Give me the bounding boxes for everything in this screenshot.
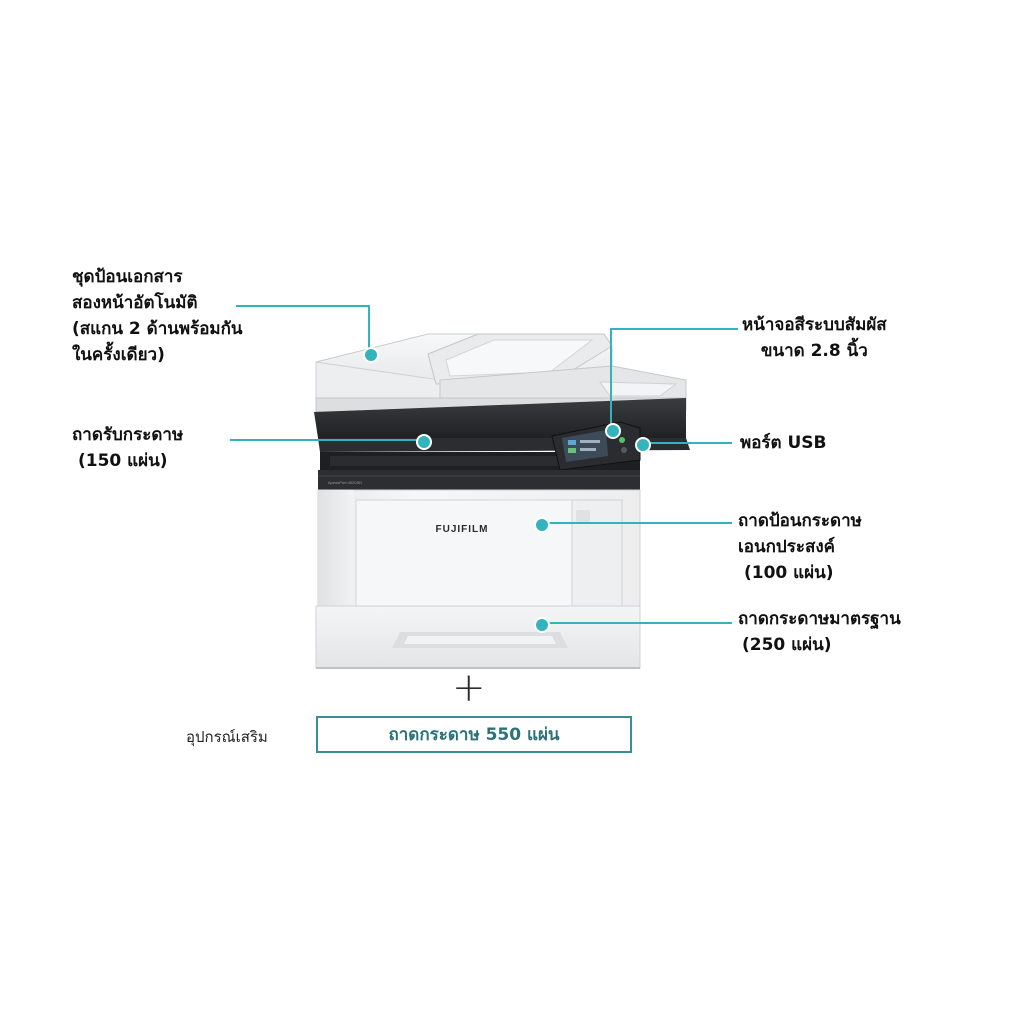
plus-symbol: + xyxy=(452,665,486,711)
leader-adf xyxy=(368,305,370,353)
callout-output-tray-line: (150 แผ่น) xyxy=(78,451,168,471)
model-text: ApeosPort 4020SD xyxy=(328,480,362,485)
callout-adf-line: ชุดป้อนเอกสาร xyxy=(72,267,183,287)
marker-output-tray xyxy=(416,434,432,450)
callout-touchscreen: หน้าจอสีระบบสัมผัส ขนาด 2.8 นิ้ว xyxy=(742,312,887,364)
callout-bypass-tray-line: ถาดป้อนกระดาษ xyxy=(738,511,862,531)
callout-standard-tray-line: (250 แผ่น) xyxy=(742,635,832,655)
callout-adf-line: ในครั้งเดียว) xyxy=(72,345,165,365)
marker-touchscreen xyxy=(605,423,621,439)
marker-bypass-tray xyxy=(534,517,550,533)
optional-label: อุปกรณ์เสริม xyxy=(186,728,268,746)
callout-adf-line: สองหน้าอัตโนมัติ xyxy=(72,293,198,313)
callout-touchscreen-line: หน้าจอสีระบบสัมผัส xyxy=(742,315,887,335)
brand-logo: FUJIFILM xyxy=(436,524,489,535)
optional-tray-text: ถาดกระดาษ 550 แผ่น xyxy=(388,725,560,745)
leader-output-tray xyxy=(230,439,420,441)
leader-adf xyxy=(236,305,370,307)
leader-bypass-tray xyxy=(542,522,732,524)
callout-output-tray-line: ถาดรับกระดาษ xyxy=(72,425,184,445)
callout-output-tray: ถาดรับกระดาษ (150 แผ่น) xyxy=(72,422,183,474)
leader-touchscreen xyxy=(610,328,738,330)
marker-adf xyxy=(363,347,379,363)
leader-standard-tray xyxy=(542,622,732,624)
leader-touchscreen xyxy=(610,328,612,428)
callout-usb-port: พอร์ต USB xyxy=(740,430,827,456)
callout-bypass-tray: ถาดป้อนกระดาษ เอนกประสงค์ (100 แผ่น) xyxy=(738,508,862,586)
callout-usb-port-line: พอร์ต USB xyxy=(740,433,827,453)
callout-touchscreen-line: ขนาด 2.8 นิ้ว xyxy=(760,341,868,361)
callout-adf: ชุดป้อนเอกสาร สองหน้าอัตโนมัติ (สแกน 2 ด… xyxy=(72,264,243,368)
callout-adf-line: (สแกน 2 ด้านพร้อมกัน xyxy=(72,319,243,339)
optional-tray-box: ถาดกระดาษ 550 แผ่น xyxy=(316,716,632,753)
callout-bypass-tray-line: (100 แผ่น) xyxy=(744,563,834,583)
marker-usb xyxy=(635,437,651,453)
leader-usb xyxy=(642,442,732,444)
callout-bypass-tray-line: เอนกประสงค์ xyxy=(738,537,836,557)
callout-standard-tray: ถาดกระดาษมาตรฐาน (250 แผ่น) xyxy=(738,606,901,658)
callout-standard-tray-line: ถาดกระดาษมาตรฐาน xyxy=(738,609,901,629)
marker-standard-tray xyxy=(534,617,550,633)
